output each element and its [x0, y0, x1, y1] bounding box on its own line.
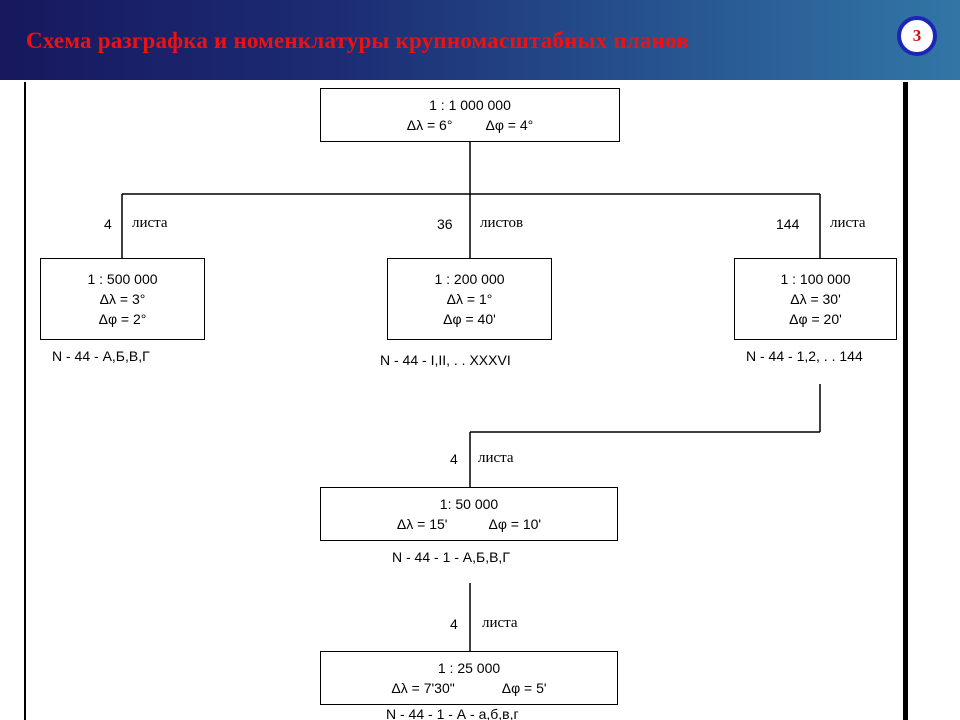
nomenclature-50000: N - 44 - 1 - А,Б,В,Г — [392, 549, 510, 565]
delta-lambda: Δλ = 6° — [406, 117, 453, 133]
sheets-word: листа — [482, 615, 518, 631]
delta-lambda: Δλ = 30' — [790, 291, 841, 307]
title-bar: Схема разграфка и номенклатуры крупномас… — [0, 0, 960, 80]
increments-row: Δλ = 6° Δφ = 4° — [407, 115, 534, 135]
scale-label: 1 : 200 000 — [434, 271, 505, 287]
delta-phi: Δφ = 2° — [98, 311, 147, 327]
sheets-word: листа — [830, 215, 866, 231]
sheets-count: 36 — [437, 216, 453, 232]
delta-phi: Δφ = 40' — [443, 311, 496, 327]
sheets-count: 4 — [450, 616, 458, 632]
scale-label: 1 : 1 000 000 — [429, 97, 511, 113]
nomenclature-25000: N - 44 - 1 - А - а,б,в,г — [386, 708, 519, 720]
node-1-500000: 1 : 500 000 Δλ = 3° Δφ = 2° — [40, 258, 205, 340]
scale-label: 1 : 100 000 — [780, 271, 851, 287]
delta-phi: Δφ = 4° — [485, 117, 534, 133]
left-frame-line — [24, 82, 26, 720]
sheets-word: листа — [478, 450, 514, 466]
sheets-count: 144 — [776, 216, 800, 232]
delta-lambda: Δλ = 3° — [99, 291, 146, 307]
increments-row: Δλ = 15' Δφ = 10' — [397, 514, 541, 534]
right-frame-line — [903, 82, 908, 720]
node-1-50000: 1: 50 000 Δλ = 15' Δφ = 10' — [320, 487, 618, 541]
delta-phi: Δφ = 5' — [501, 680, 547, 696]
delta-phi: Δφ = 20' — [789, 311, 842, 327]
nomenclature-200000: N - 44 - I,II, . . XXXVI — [380, 352, 511, 368]
nomenclature-500000: N - 44 - А,Б,В,Г — [52, 348, 150, 364]
scale-label: 1: 50 000 — [439, 496, 499, 512]
sheets-count: 4 — [450, 451, 458, 467]
delta-lambda: Δλ = 1° — [446, 291, 493, 307]
delta-phi: Δφ = 10' — [488, 516, 542, 532]
sheets-word: листа — [132, 215, 168, 231]
delta-lambda: Δλ = 7'30" — [391, 680, 455, 696]
scale-label: 1 : 25 000 — [437, 660, 501, 676]
page-number-badge: 3 — [897, 16, 937, 56]
sheets-word: листов — [480, 215, 524, 231]
node-1-100000: 1 : 100 000 Δλ = 30' Δφ = 20' — [734, 258, 897, 340]
node-1-1000000: 1 : 1 000 000 Δλ = 6° Δφ = 4° — [320, 88, 620, 142]
increments-row: Δλ = 7'30" Δφ = 5' — [391, 678, 546, 698]
nomenclature-100000: N - 44 - 1,2, . . 144 — [746, 348, 863, 364]
scale-label: 1 : 500 000 — [87, 271, 158, 287]
node-1-25000: 1 : 25 000 Δλ = 7'30" Δφ = 5' — [320, 651, 618, 705]
slide-title: Схема разграфка и номенклатуры крупномас… — [26, 28, 689, 53]
delta-lambda: Δλ = 15' — [396, 516, 448, 532]
node-1-200000: 1 : 200 000 Δλ = 1° Δφ = 40' — [387, 258, 552, 340]
sheets-count: 4 — [104, 216, 112, 232]
